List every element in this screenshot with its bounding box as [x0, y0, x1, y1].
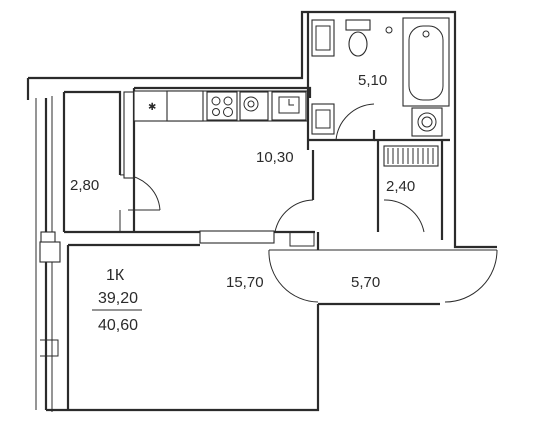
living-total: 39,20 [98, 290, 138, 307]
svg-text:✱: ✱ [148, 102, 156, 113]
kitchen: ✱ [132, 86, 315, 234]
loggia-area-label: 2,80 [70, 177, 99, 194]
toilet-icon [345, 19, 371, 57]
living-area-label: 15,70 [226, 274, 264, 291]
living-room [39, 230, 315, 357]
apartment-type: 1К [106, 267, 125, 284]
bath-sink-icon [311, 19, 335, 57]
dishwasher-icon [239, 91, 269, 121]
bathtub-icon [402, 17, 450, 107]
sink-icon [271, 91, 307, 121]
hob-icon [206, 91, 238, 121]
closet [376, 140, 444, 240]
apartment-summary: 1К 39,20 40,60 [92, 267, 142, 334]
hall [268, 232, 498, 303]
washing-machine-icon [411, 107, 443, 137]
bathroom [306, 12, 450, 150]
kitchen-area-label: 10,30 [256, 149, 294, 166]
closet-area-label: 2,40 [386, 178, 415, 195]
bathroom-area-label: 5,10 [358, 72, 387, 89]
total-area: 40,60 [98, 317, 138, 334]
hall-area-label: 5,70 [351, 274, 380, 291]
wardrobe-icon [383, 145, 439, 167]
